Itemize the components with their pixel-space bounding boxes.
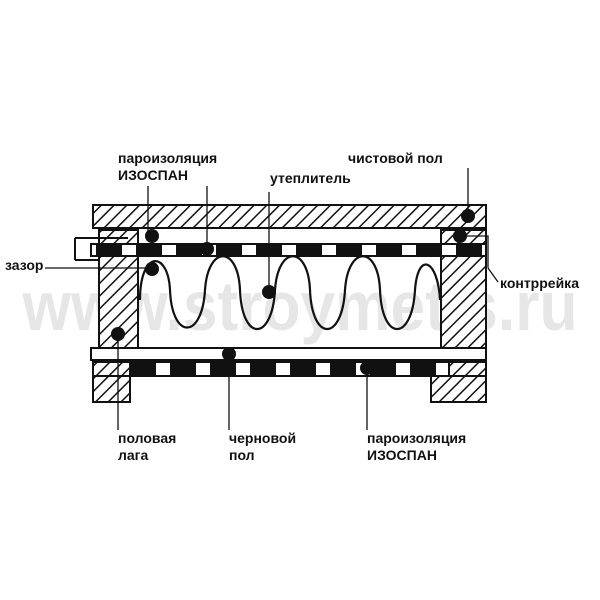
left-foot xyxy=(92,375,131,403)
vapor-top-block xyxy=(416,245,442,255)
subfloor-block xyxy=(370,363,396,375)
finish-floor-board xyxy=(92,204,487,229)
subfloor-block xyxy=(250,363,276,375)
subfloor-block xyxy=(170,363,196,375)
vapor-top-block xyxy=(456,245,482,255)
subfloor-block xyxy=(290,363,316,375)
vapor-top-block xyxy=(136,245,162,255)
subfloor-block xyxy=(130,363,156,375)
vapor-top-block xyxy=(296,245,322,255)
vapor-top-block xyxy=(336,245,362,255)
subfloor-block xyxy=(210,363,236,375)
vapor-top-block xyxy=(96,245,122,255)
label-insulation: утеплитель xyxy=(270,170,351,186)
subfloor-block xyxy=(330,363,356,375)
vapor-top-block xyxy=(376,245,402,255)
leader-lines xyxy=(45,168,499,430)
label-gap: зазор xyxy=(5,257,44,273)
label-subfloor: черновой пол xyxy=(229,430,297,463)
right-foot xyxy=(430,375,487,403)
vapor-barrier-bottom xyxy=(90,347,487,361)
callout-dots xyxy=(111,209,475,375)
label-vapor-barrier-bottom: пароизоляция ИЗОСПАН xyxy=(367,430,467,463)
label-counter-batten: контррейка xyxy=(500,275,579,291)
right-foot-cap xyxy=(448,361,487,377)
insulation-wave xyxy=(138,255,442,331)
label-floor-joist: половая лага xyxy=(118,430,177,463)
label-finish-floor: чистовой пол xyxy=(348,150,443,166)
left-foot-cap xyxy=(92,361,131,377)
vapor-top-block xyxy=(216,245,242,255)
label-vapor-barrier-top: пароизоляция ИЗОСПАН xyxy=(118,150,218,183)
subfloor-block xyxy=(410,363,436,375)
vapor-top-block xyxy=(176,245,202,255)
